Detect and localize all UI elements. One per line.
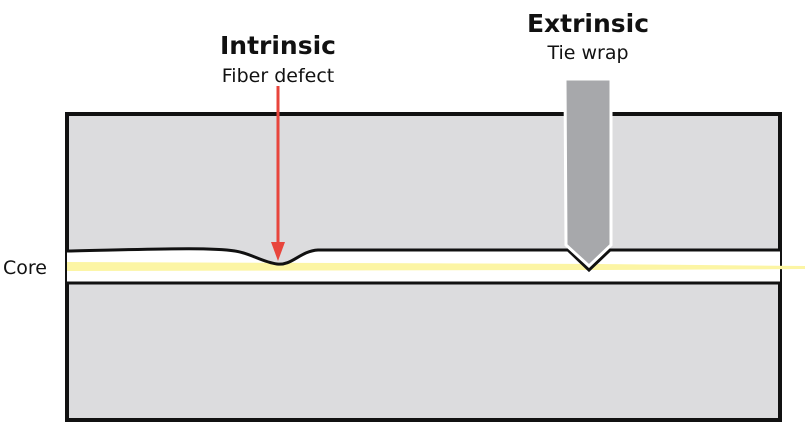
extrinsic-subtitle: Tie wrap (546, 42, 628, 64)
intrinsic-subtitle: Fiber defect (222, 65, 334, 87)
tie-wrap-icon (563, 77, 613, 269)
core-label: Core (3, 257, 47, 279)
arrow-down-icon (271, 86, 285, 261)
extrinsic-title: Extrinsic (527, 9, 649, 38)
intrinsic-title: Intrinsic (220, 31, 336, 60)
core-upper-boundary (66, 247, 780, 273)
core-light-guide (67, 262, 805, 271)
